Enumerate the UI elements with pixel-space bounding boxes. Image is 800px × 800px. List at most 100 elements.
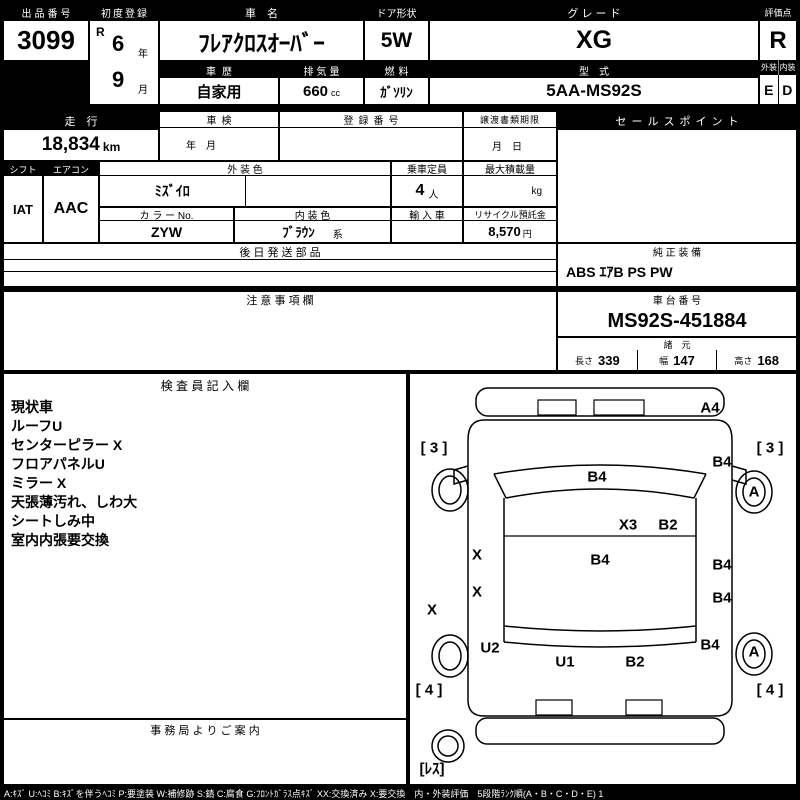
evaluation-label: 評価点 (760, 4, 796, 21)
inspector-note-line: 天張薄汚れ、しわ大 (11, 494, 138, 510)
inspector-note-line: フロアパネルU (11, 456, 105, 472)
damage-code-label: A (748, 643, 760, 661)
capacity-unit: 人 (428, 189, 439, 201)
fuel-label: 燃料 (365, 62, 428, 78)
recycle-deposit-value: 8,570 (488, 224, 521, 239)
damage-code-label: B4 (712, 453, 732, 471)
inspector-note-line: シートしみ中 (11, 513, 95, 529)
evaluation-cell: 評価点 R 外装 内装 E D (760, 4, 796, 104)
era-value: R (96, 25, 105, 39)
damage-code-label: [ﾚｽ] (419, 760, 445, 778)
exterior-score-label: 外装 (760, 60, 778, 75)
car-name-label: 車 名 (160, 4, 363, 21)
specs-cell: 諸 元 長さ 339 幅 147 高さ 168 (558, 338, 796, 370)
notes-cell: 注 意 事 項 欄 (4, 292, 556, 370)
car-history-value: 自家用 (196, 83, 242, 101)
damage-code-label: B2 (658, 516, 678, 534)
capacity-cell: 乗車定員 4 人 (392, 162, 462, 206)
ext-int-value-row: E D (760, 75, 796, 104)
height-value: 168 (757, 352, 780, 368)
color-number-value: ZYW (150, 223, 183, 240)
later-parts-row-2 (4, 272, 556, 286)
damage-code-label: X (471, 546, 483, 564)
shift-cell: シフト IAT (4, 162, 42, 242)
damage-code-label: [ 4 ] (756, 681, 784, 699)
import-car-label: 輸 入 車 (392, 208, 462, 222)
inspector-notes-list: 現状車ルーフU センターピラー X フロアパネルU ミラー X 天張薄汚れ、しわ大シート… (4, 396, 406, 550)
inspector-note-line: 現状車 (11, 399, 53, 415)
car-top-view-diagram (431, 387, 773, 763)
auction-number-label: 出品番号 (4, 4, 88, 21)
aircon-value: AAC (53, 200, 89, 217)
car-name-cell: 車 名 ﾌﾚｱｸﾛｽｵｰﾊﾞｰ (160, 4, 363, 60)
damage-code-label: B4 (587, 468, 607, 486)
notes-label: 注 意 事 項 欄 (4, 292, 556, 308)
shift-value: IAT (13, 201, 33, 217)
inspector-note-line: ルーフU (11, 418, 63, 434)
equipment-label: 純 正 装 備 (558, 244, 796, 259)
first-registration-cell: 初度登録 R 6 年 9 月 (90, 4, 158, 104)
recycle-deposit-cell: リサイクル預託金 8,570 円 (464, 208, 556, 242)
later-parts-cell: 後 日 発 送 部 品 (4, 244, 556, 286)
capacity-value: 4 (415, 182, 425, 199)
legend-bar: A:ｷｽﾞ U:ﾍｺﾐ B:ｷｽﾞを伴うﾍｺﾐ P:要塗装 W:補修跡 S:錆 … (0, 786, 800, 800)
year-unit: 年 (138, 49, 148, 60)
damage-code-label: [ 3 ] (420, 439, 448, 457)
car-history-label: 車歴 (160, 62, 278, 78)
month-unit: 月 (138, 85, 148, 96)
later-parts-label: 後 日 発 送 部 品 (4, 244, 556, 260)
first-registration-value: R 6 年 9 月 (90, 21, 158, 104)
displacement-value: 660 (302, 82, 329, 100)
payload-cell: 最大積載量 kg (464, 162, 556, 206)
interior-color-cell: 内 装 色 ﾌﾞﾗｳﾝ 系 (235, 208, 390, 242)
payload-unit: kg (531, 185, 542, 197)
fuel-cell: 燃料 ｶﾞｿﾘﾝ (365, 62, 428, 104)
damage-code-label: B4 (712, 589, 732, 607)
damage-code-label: U1 (555, 653, 575, 671)
grade-label: グ レ ー ド (430, 4, 758, 21)
damage-code-label: X (471, 583, 483, 601)
inspector-note-line: ミラー X (11, 475, 67, 491)
sales-point-value-area (558, 130, 796, 242)
first-registration-label: 初度登録 (90, 4, 158, 21)
exterior-color-cell: 外 装 色 ﾐｽﾞｲﾛ (100, 162, 390, 206)
mileage-cell: 走 行 18,834 km (4, 112, 158, 160)
auction-number-value: 3099 (17, 25, 75, 55)
grade-value: XG (575, 26, 613, 54)
exterior-color-extra (246, 176, 391, 206)
color-number-label: カ ラ ー No. (100, 208, 233, 222)
office-info-cell: 事 務 局 よ り ご 案 内 (4, 720, 406, 784)
model-code-value: 5AA-MS92S (546, 81, 642, 100)
chassis-number-label: 車 台 番 号 (558, 292, 796, 307)
interior-color-label: 内 装 色 (235, 208, 390, 222)
chassis-number-cell: 車 台 番 号 MS92S-451884 (558, 292, 796, 336)
specs-label: 諸 元 (558, 338, 796, 350)
damage-code-label: U2 (480, 639, 500, 657)
inspector-note-line: センターピラー X (11, 437, 123, 453)
registration-number-value-area (280, 128, 462, 160)
recycle-deposit-unit: 円 (522, 228, 532, 239)
exterior-color-value-row: ﾐｽﾞｲﾛ (100, 176, 390, 206)
car-history-cell: 車歴 自家用 (160, 62, 278, 104)
displacement-value-wrap: 660 cc (280, 78, 363, 104)
color-number-cell: カ ラ ー No. ZYW (100, 208, 233, 242)
door-shape-cell: ドア形状 5W (365, 4, 428, 60)
specs-value-row: 長さ 339 幅 147 高さ 168 (558, 350, 796, 370)
shift-label: シフト (4, 162, 42, 176)
capacity-label: 乗車定員 (392, 162, 462, 176)
later-parts-row-1 (4, 260, 556, 272)
mileage-value-wrap: 18,834 km (4, 130, 158, 160)
damage-code-label: B4 (712, 556, 732, 574)
mileage-unit: km (102, 139, 121, 154)
import-car-cell: 輸 入 車 (392, 208, 462, 242)
interior-color-value: ﾌﾞﾗｳﾝ (282, 225, 315, 240)
transfer-deadline-value-area: 月 日 (464, 128, 556, 160)
interior-score-value: D (777, 75, 797, 104)
width-cell: 幅 147 (638, 350, 718, 370)
damage-code-label: [ 3 ] (756, 439, 784, 457)
inspection-value: 年 月 (186, 141, 216, 152)
door-shape-label: ドア形状 (365, 4, 428, 21)
equipment-cell: 純 正 装 備 ABS ｴｱB PS PW (558, 244, 796, 286)
inspection-cell: 車検 年 月 (160, 112, 278, 160)
